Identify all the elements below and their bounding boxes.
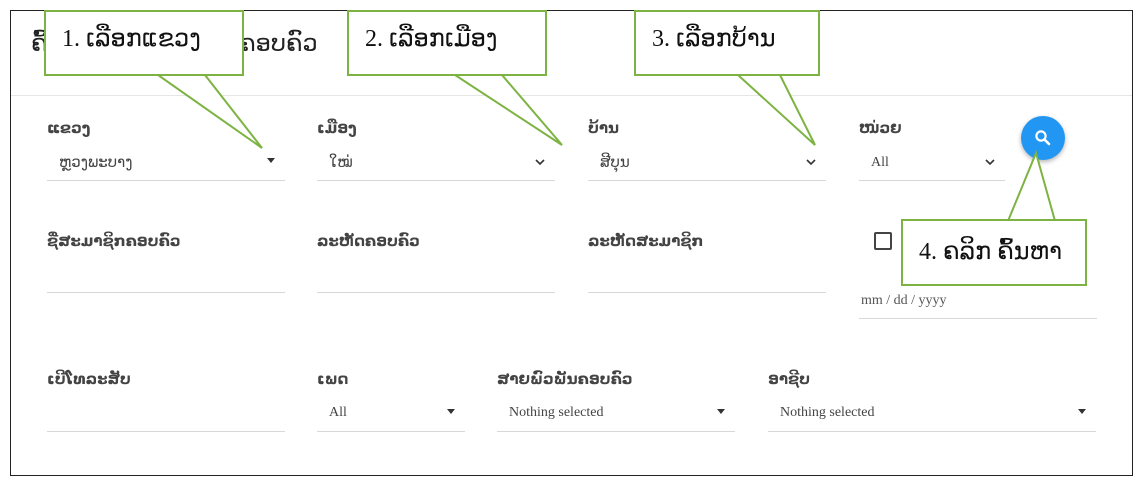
member-code-input[interactable]: [588, 259, 826, 293]
caret-down-icon: [717, 409, 725, 414]
callout-pointer-3: [735, 74, 816, 146]
gender-value: All: [329, 405, 347, 420]
callout-step-3: 3. ເລືອກບ້ານ: [634, 10, 820, 76]
district-label: ເມືອງ: [317, 119, 357, 137]
village-value: ສີບຸນ: [600, 153, 630, 171]
family-code-label: ລະຫັດຄອບຄົວ: [317, 232, 420, 250]
province-select[interactable]: ຫຼວງພະບາງ: [47, 147, 285, 181]
callout-step-4: 4. ຄລິກ ຄົ້ນຫາ: [901, 219, 1087, 286]
unit-select[interactable]: All: [859, 147, 1005, 181]
search-icon: [1035, 130, 1051, 146]
date-input[interactable]: mm / dd / yyyy: [859, 285, 1097, 319]
relationship-label: ສາຍພົວພັນຄອບຄົວ: [497, 370, 633, 388]
gender-select[interactable]: All: [317, 398, 465, 432]
member-code-label: ລະຫັດສະມາຊິກ: [588, 232, 704, 250]
village-select[interactable]: ສີບຸນ: [588, 147, 826, 181]
gender-label: ເພດ: [317, 370, 349, 388]
chevron-down-icon: [535, 159, 545, 166]
chevron-down-icon: [806, 159, 816, 166]
caret-down-icon: [447, 409, 455, 414]
callout-step-1: 1. ເລືອກແຂວງ: [44, 10, 244, 76]
relationship-value: Nothing selected: [509, 405, 604, 420]
search-button[interactable]: [1021, 116, 1065, 160]
family-code-input[interactable]: [317, 259, 555, 293]
date-filter-checkbox[interactable]: [874, 232, 892, 250]
header-divider: [11, 95, 1132, 96]
phone-label: ເບີໂທລະສັບ: [47, 370, 131, 388]
occupation-label: ອາຊີບ: [768, 370, 811, 388]
chevron-down-icon: [985, 159, 995, 166]
occupation-select[interactable]: Nothing selected: [768, 398, 1096, 432]
member-name-label: ຊື່ສະມາຊິກຄອບຄົວ: [47, 232, 181, 250]
callout-pointer-4: [1006, 149, 1057, 222]
date-placeholder: mm / dd / yyyy: [861, 293, 947, 308]
unit-value: All: [871, 155, 889, 170]
district-select[interactable]: ໃໝ່: [317, 147, 555, 181]
callout-pointer-2: [451, 74, 563, 146]
province-label: ແຂວງ: [47, 119, 91, 137]
occupation-value: Nothing selected: [780, 405, 875, 420]
unit-label: ໜ່ວຍ: [859, 119, 902, 137]
phone-input[interactable]: [47, 398, 285, 432]
relationship-select[interactable]: Nothing selected: [497, 398, 735, 432]
member-name-input[interactable]: [47, 259, 285, 293]
callout-pointer-1: [154, 74, 263, 149]
caret-down-icon: [1078, 409, 1086, 414]
caret-down-icon: [267, 158, 275, 163]
village-label: ບ້ານ: [588, 119, 620, 137]
callout-step-2: 2. ເລືອກເມືອງ: [347, 10, 547, 76]
district-value: ໃໝ່: [329, 153, 353, 171]
province-value: ຫຼວງພະບາງ: [59, 153, 133, 171]
